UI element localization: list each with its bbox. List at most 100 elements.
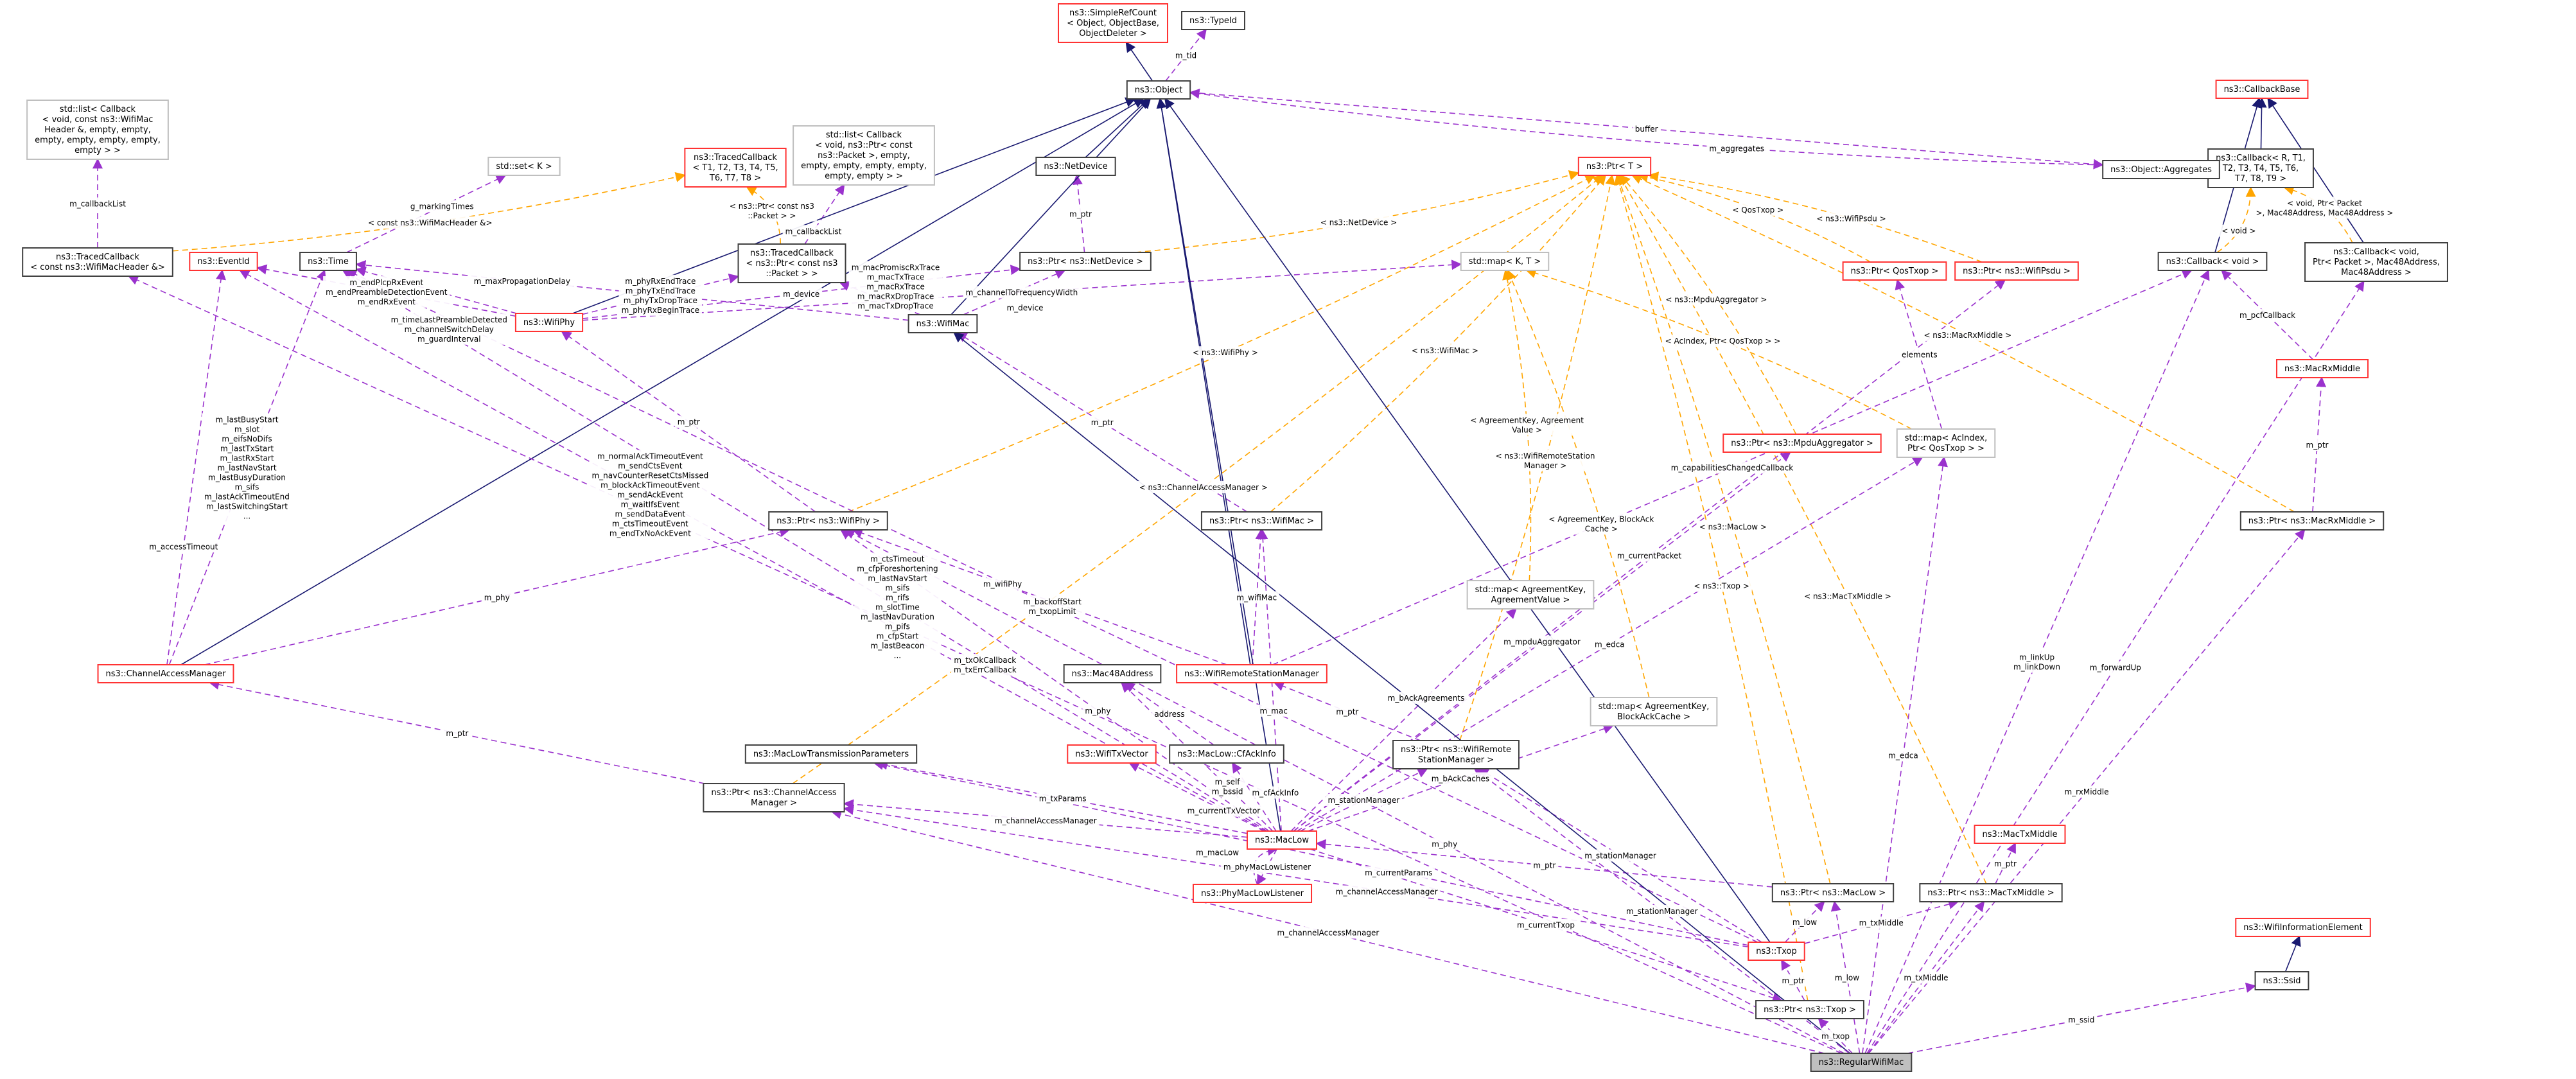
class-node-regular-wifi-mac[interactable]: ns3::RegularWifiMac [1810, 1053, 1913, 1072]
node-box [1019, 252, 1152, 271]
edge-label: m_endRxEvent [358, 297, 416, 306]
node-box [2235, 918, 2371, 937]
edge-label-group: m_ssid [2065, 1013, 2098, 1026]
template-instance-edge [1525, 268, 1912, 430]
edge-label: m_device [783, 290, 819, 299]
node-box [1896, 428, 1996, 458]
edge-label: ... [243, 512, 250, 521]
class-node-std-map-ac-index[interactable]: std::map< AcIndex,Ptr< QosTxop > > [1896, 428, 1996, 458]
class-node-ptr-wifi-phy[interactable]: ns3::Ptr< ns3::WifiPhy > [768, 511, 888, 531]
edge-label-background [1898, 348, 1940, 361]
edge-label-background [780, 287, 823, 300]
class-node-std-map-block-ack[interactable]: std::map< AgreementKey,BlockAckCache > [1590, 697, 1718, 726]
edge-label: m_bAckAgreements [1388, 694, 1465, 703]
class-node-traced-cb-packet[interactable]: ns3::TracedCallback< ns3::Ptr< const ns3… [737, 243, 846, 283]
class-node-wifi-information-element[interactable]: ns3::WifiInformationElement [2235, 918, 2371, 937]
class-node-ptr-mac-low[interactable]: ns3::Ptr< ns3::MacLow > [1771, 883, 1895, 902]
class-node-std-set[interactable]: std::set< K > [487, 157, 561, 176]
class-node-txop[interactable]: ns3::Txop [1748, 942, 1805, 961]
edge-label-background [2303, 439, 2331, 451]
edge-label-background [1801, 590, 1894, 602]
class-node-std-list-packet[interactable]: std::list< Callback< void, ns3::Ptr< con… [793, 125, 935, 186]
edge-line [1297, 457, 1923, 832]
class-node-ptr-wifi-mac[interactable]: ns3::Ptr< ns3::WifiMac > [1200, 511, 1323, 531]
class-node-mac48-address[interactable]: ns3::Mac48Address [1063, 664, 1162, 683]
class-node-net-device[interactable]: ns3::NetDevice [1035, 157, 1116, 176]
class-node-ptr-txop[interactable]: ns3::Ptr< ns3::Txop > [1755, 1000, 1864, 1019]
class-node-wifi-phy[interactable]: ns3::WifiPhy [514, 313, 584, 332]
class-node-ptr-channel-access-manager[interactable]: ns3::Ptr< ns3::ChannelAccessManager > [703, 783, 845, 812]
template-instance-edge [2283, 185, 2353, 243]
class-node-mac-rx-middle[interactable]: ns3::MacRxMiddle [2275, 359, 2369, 378]
edge-label: m_ptr [1994, 859, 2017, 868]
member-edge [342, 270, 1268, 832]
class-node-mac-tx-middle[interactable]: ns3::MacTxMiddle [1974, 825, 2066, 844]
class-node-type-id[interactable]: ns3::TypeId [1181, 11, 1245, 30]
class-node-ptr-mac-tx-middle[interactable]: ns3::Ptr< ns3::MacTxMiddle > [1919, 883, 2063, 902]
edge-line [1618, 174, 1987, 884]
edge-label: m_currentParams [1365, 868, 1432, 877]
edge-label-group: elements [1898, 348, 1940, 361]
class-node-mac-low-tx-params[interactable]: ns3::MacLowTransmissionParameters [744, 744, 918, 764]
node-box [22, 247, 173, 277]
class-node-callback-void[interactable]: ns3::Callback< void > [2157, 252, 2268, 271]
class-node-ptr-qos-txop[interactable]: ns3::Ptr< QosTxop > [1842, 261, 1947, 281]
class-node-channel-access-manager[interactable]: ns3::ChannelAccessManager [97, 664, 234, 683]
edge-label-background [2062, 785, 2112, 798]
node-label-line: ns3::ChannelAccessManager [106, 669, 227, 679]
edge-line [355, 259, 909, 321]
class-node-object[interactable]: ns3::Object [1126, 80, 1191, 100]
class-node-callback-base[interactable]: ns3::CallbackBase [2215, 80, 2309, 99]
inheritance-edge [1164, 98, 1771, 943]
node-box [2239, 511, 2385, 531]
class-node-std-map-k-t[interactable]: std::map< K, T > [1460, 252, 1550, 271]
edge-label-group: m_currentTxop [1514, 918, 1577, 931]
edge-label-group: < ns3::Ptr< const ns3::Packet > > [726, 199, 817, 222]
class-node-mac-low[interactable]: ns3::MacLow [1247, 830, 1317, 850]
edge-line [2216, 186, 2256, 253]
edge-label: m_rxMiddle [2064, 787, 2108, 796]
edge-label-group: m_phy [481, 591, 513, 604]
class-node-ssid[interactable]: ns3::Ssid [2254, 971, 2309, 990]
edge-label: Cache > [1585, 524, 1618, 533]
class-node-wifi-mac[interactable]: ns3::WifiMac [907, 314, 978, 333]
class-node-traced-cb-header[interactable]: ns3::TracedCallback< const ns3::WifiMacH… [22, 247, 173, 277]
class-node-ptr-mpdu-aggregator[interactable]: ns3::Ptr< ns3::MpduAggregator > [1722, 434, 1882, 453]
class-node-time[interactable]: ns3::Time [299, 252, 357, 271]
node-box [1067, 744, 1157, 764]
class-node-ptr-t[interactable]: ns3::Ptr< T > [1577, 157, 1652, 176]
edge-label: m_device [1006, 304, 1043, 313]
class-node-wifi-remote-station-manager[interactable]: ns3::WifiRemoteStationManager [1176, 664, 1327, 683]
class-node-object-aggregates[interactable]: ns3::Object::Aggregates [2102, 160, 2220, 179]
class-node-std-list-header[interactable]: std::list< Callback< void, const ns3::Wi… [26, 100, 169, 160]
node-label-line: ObjectDeleter > [1079, 29, 1146, 39]
edge-label-group: m_rxMiddle [2062, 785, 2112, 798]
edge-label-background [1234, 591, 1280, 604]
edge-label-group: m_macLow [1193, 846, 1242, 859]
edge-label-group: m_tid [1172, 49, 1200, 62]
class-node-ptr-net-device[interactable]: ns3::Ptr< ns3::NetDevice > [1019, 252, 1152, 271]
edge-label: < ns3::MacRxMiddle > [1923, 331, 2011, 340]
node-label-line: ns3::Ptr< T > [1586, 162, 1643, 171]
class-node-traced-cb-t[interactable]: ns3::TracedCallback< T1, T2, T3, T4, T5,… [684, 148, 787, 188]
inheritance-edge [1085, 98, 1150, 158]
class-node-phy-mac-low-listener[interactable]: ns3::PhyMacLowListener [1192, 884, 1313, 903]
edge-label: m_pifs [885, 622, 910, 631]
class-node-event-id[interactable]: ns3::EventId [189, 252, 258, 271]
edge-label: < ns3::ChannelAccessManager > [1139, 483, 1268, 492]
edge-label-background [1152, 708, 1187, 720]
class-node-ptr-wifi-psdu[interactable]: ns3::Ptr< ns3::WifiPsdu > [1954, 261, 2079, 281]
class-node-ptr-wifi-remote-station-manager[interactable]: ns3::Ptr< ns3::WifiRemoteStationManager … [1392, 740, 1520, 769]
node-label-line: std::map< AgreementKey, [1599, 702, 1710, 712]
class-node-wifi-tx-vector[interactable]: ns3::WifiTxVector [1067, 744, 1157, 764]
class-node-ptr-mac-rx-middle[interactable]: ns3::Ptr< ns3::MacRxMiddle > [2239, 511, 2385, 531]
node-label-line: < ns3::Ptr< const ns3 [746, 259, 838, 268]
class-node-std-map-agreement-value[interactable]: std::map< AgreementKey,AgreementValue > [1466, 580, 1595, 610]
edge-label-group: < QosTxop > [1730, 203, 1787, 216]
class-node-simple-ref-count[interactable]: ns3::SimpleRefCount< Object, ObjectBase,… [1058, 3, 1168, 43]
edge-label-background [1468, 414, 1586, 436]
class-node-cf-ack-info[interactable]: ns3::MacLow::CfAckInfo [1169, 744, 1284, 764]
class-node-callback-forward[interactable]: ns3::Callback< void,Ptr< Packet >, Mac48… [2304, 242, 2448, 282]
class-node-callback-r-t[interactable]: ns3::Callback< R, T1,T2, T3, T4, T5, T6,… [2207, 148, 2314, 188]
